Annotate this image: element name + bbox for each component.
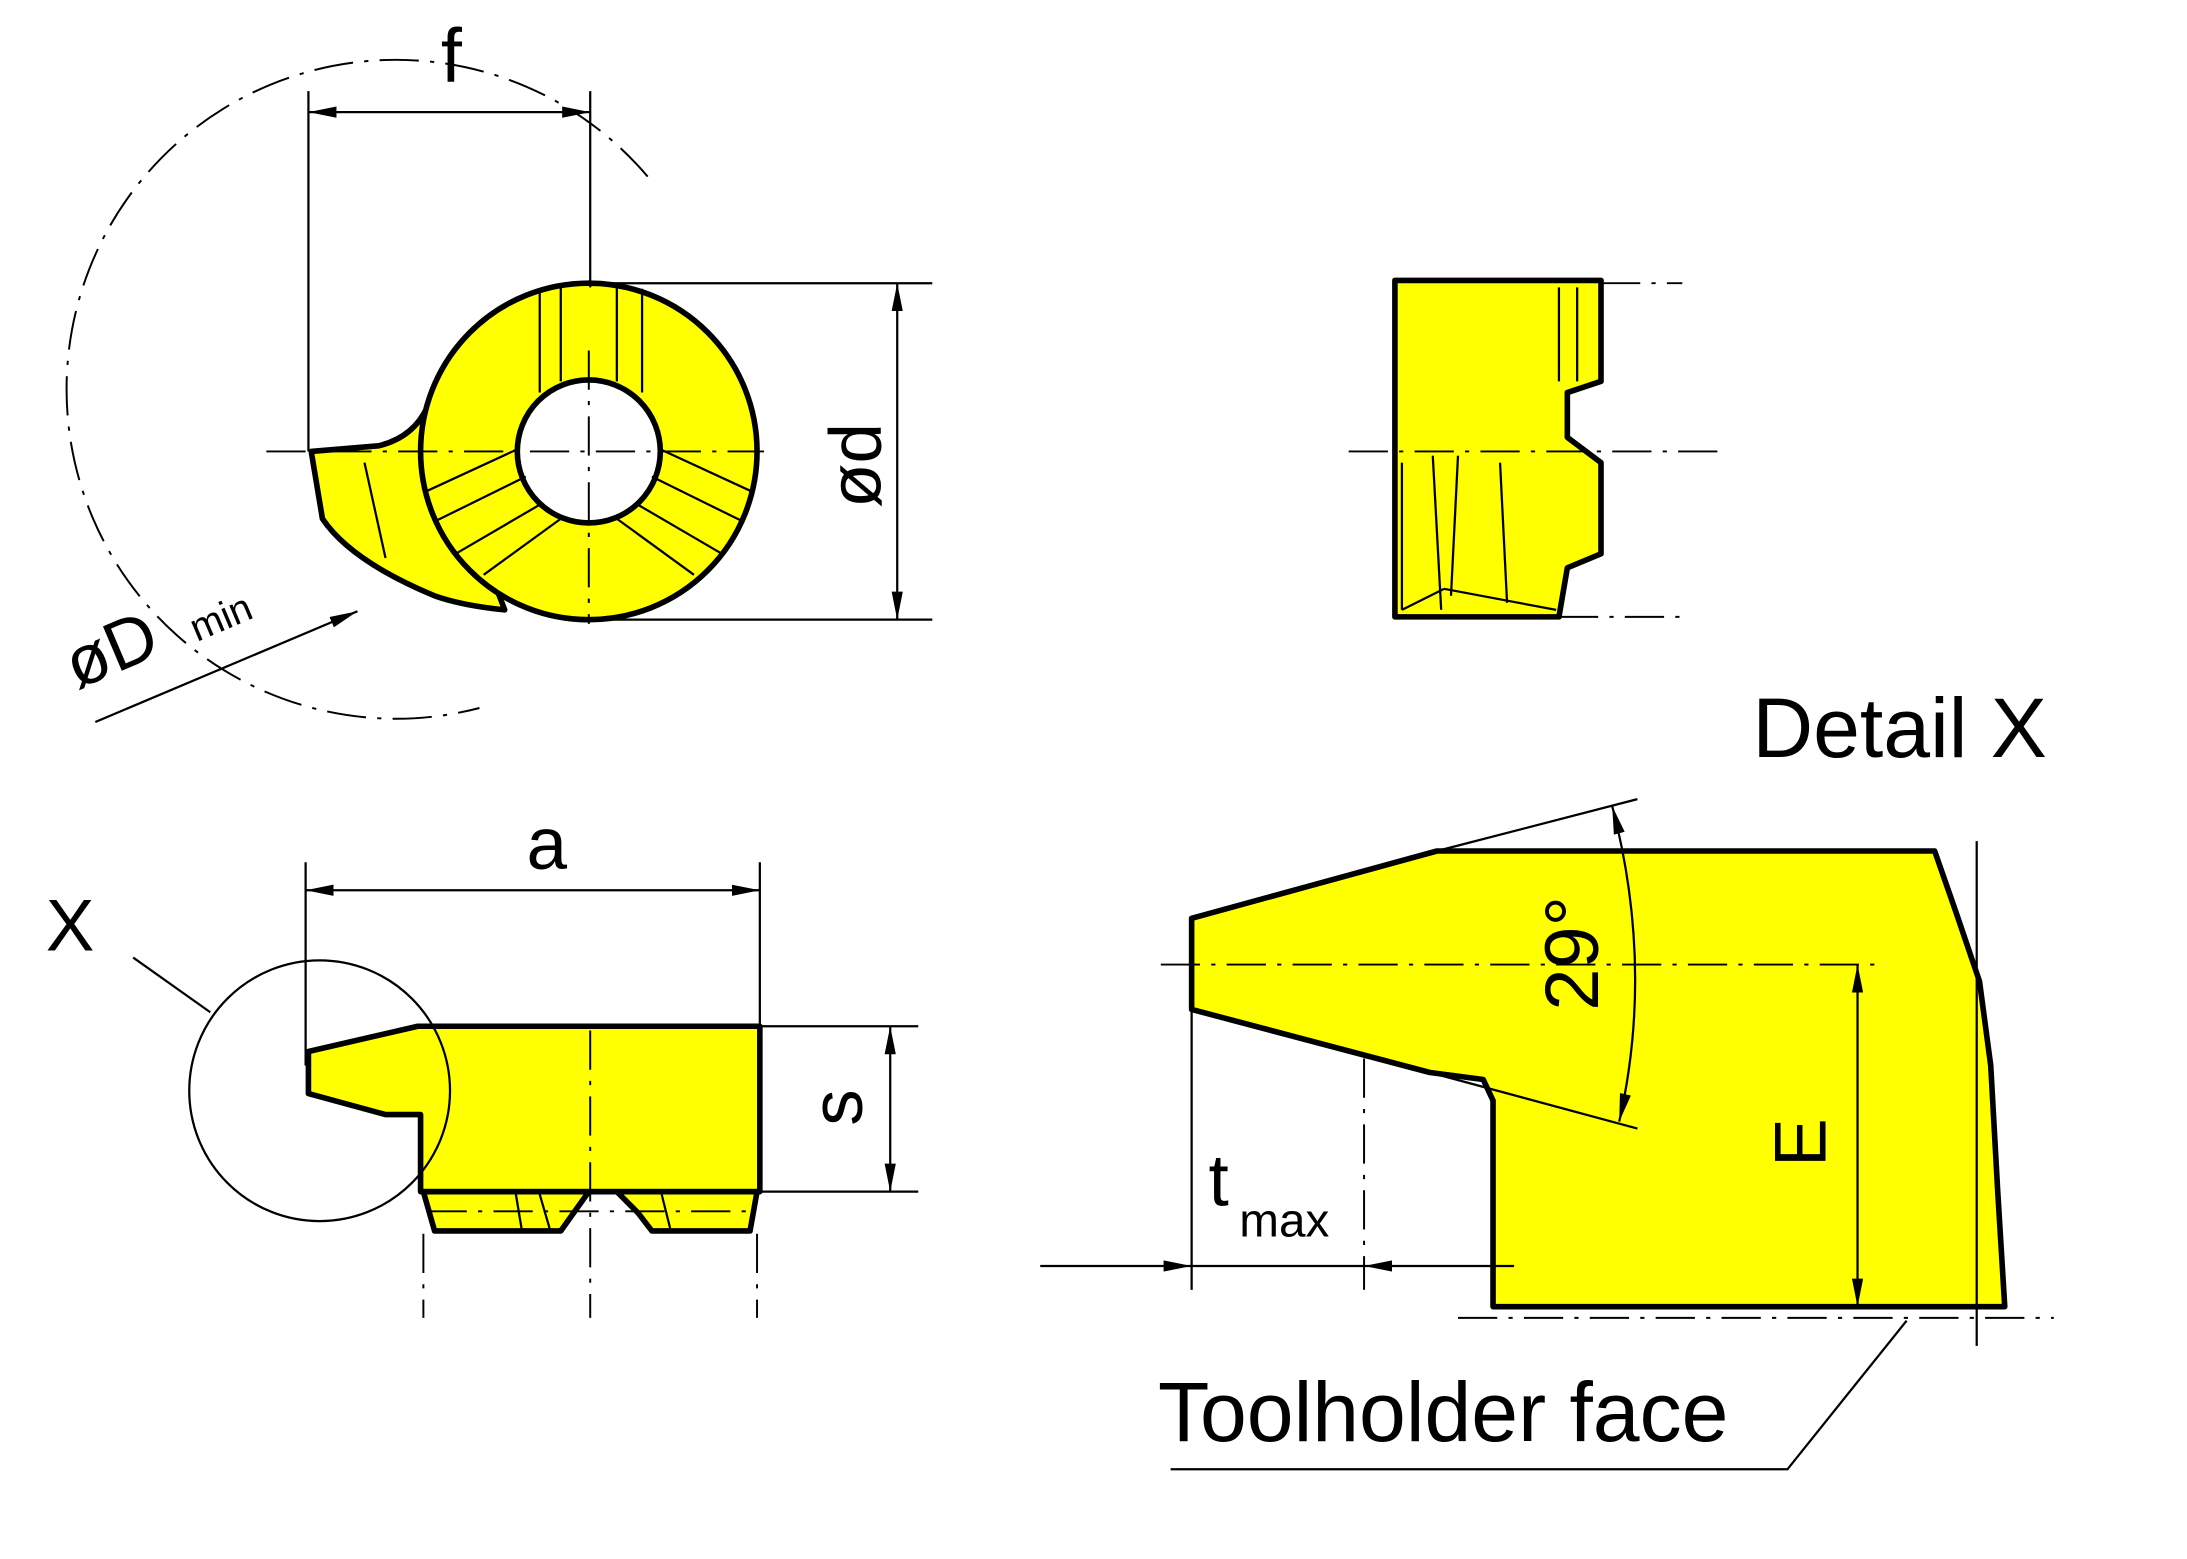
detail-x-view: 29° E t max Toolholder face <box>1040 798 2054 1471</box>
chipbreaker-lines <box>363 284 751 576</box>
angle-label: 29° <box>1530 896 1615 1010</box>
dim-e-label: E <box>1760 1118 1841 1167</box>
detail-marker-x: X <box>46 886 95 967</box>
dim-a-label: a <box>526 804 567 885</box>
top-view: f ød øD min <box>52 13 933 724</box>
dim-s-label: s <box>797 1089 878 1125</box>
front-view: a s X <box>46 804 919 1318</box>
detail-x-title: Detail X <box>1752 681 2047 775</box>
dim-d-label: ød <box>815 423 896 508</box>
dim-dmin-label: øD <box>52 595 168 703</box>
side-view <box>1348 277 1718 620</box>
toolholder-face-label: Toolholder face <box>1158 1365 1728 1459</box>
dmin-circle <box>65 58 649 720</box>
dim-tmax-subscript: max <box>1239 1195 1329 1248</box>
dim-dmin-subscript: min <box>183 585 258 650</box>
dim-tmax-label: t <box>1208 1141 1228 1222</box>
dim-f-label: f <box>441 13 463 98</box>
